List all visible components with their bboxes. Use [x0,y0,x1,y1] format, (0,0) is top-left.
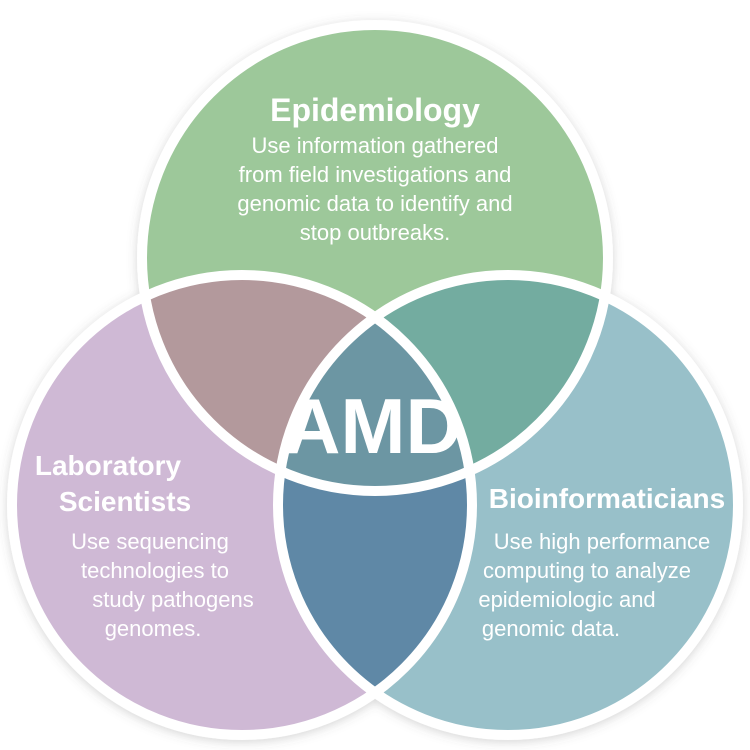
epidemiology-description-line: Use information gathered [251,133,499,158]
bioinformatics-title: Bioinformaticians [488,483,726,514]
epidemiology-description-line: from field investigations and [238,162,512,187]
laboratory-title-line: Scientists [58,486,192,517]
center-overlap-clip-inner [278,275,472,491]
venn-circle-group [7,20,743,740]
epidemiology-description-line: stop outbreaks. [299,220,451,245]
bioinformatics-description-line: Use high performance [493,529,711,554]
laboratory-title: Laboratory Scientists [12,448,222,520]
outline-bioinformatics [273,270,743,740]
epidemiology-description: Use information gathered from field inve… [165,131,585,247]
overlap-center [278,275,472,491]
laboratory-title-line: Laboratory [34,450,182,481]
bioinformatics-description-line: computing to analyze [483,558,691,583]
laboratory-description-line: genomes. [104,616,202,641]
outline-epidemiology [137,20,613,496]
laboratory-description: Use sequencing technologies to study pat… [40,527,270,643]
center-overlap-clip-outer [278,275,472,491]
epidemiology-description-line: genomic data to identify and [237,191,513,216]
laboratory-description-line: Use sequencing [71,529,229,554]
bioinformatics-description: Use high performance computing to analyz… [450,527,730,643]
outline-laboratory [7,270,477,740]
bioinformatics-description-line: genomic data. [481,616,621,641]
bioinformatics-description-line: epidemiologic and [478,587,656,612]
epidemiology-title: Epidemiology [270,92,480,128]
laboratory-description-line: study pathogens [92,587,254,612]
laboratory-description-line: technologies to [81,558,229,583]
amd-center-label: AMD [284,382,462,470]
